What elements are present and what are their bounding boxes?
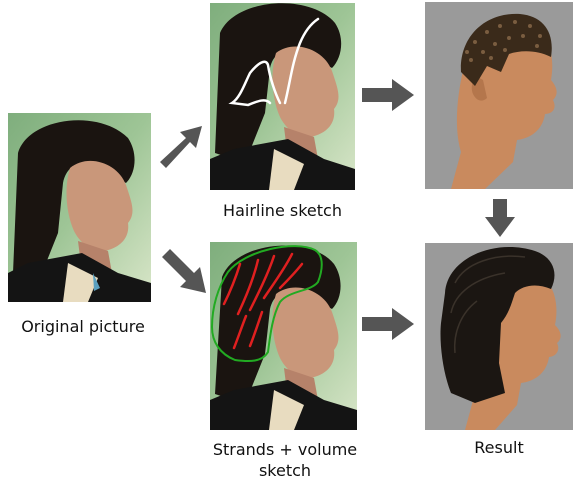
original-photo [8, 113, 151, 302]
arrow-render-to-result [483, 197, 517, 239]
arrow-original-to-strands [158, 247, 208, 297]
render-final-result [425, 243, 573, 430]
hairline-sketch-photo [210, 3, 355, 190]
strands-volume-sketch-photo [210, 242, 357, 430]
label-original-picture: Original picture [0, 316, 166, 337]
render-hairline-result [425, 2, 573, 189]
label-strands-volume-line1: Strands + volume [190, 439, 380, 460]
label-hairline-sketch: Hairline sketch [195, 200, 370, 221]
arrow-hairline-to-render [360, 77, 416, 113]
label-result: Result [425, 437, 573, 458]
label-strands-volume-line2: sketch [190, 460, 380, 481]
arrow-original-to-hairline [156, 124, 206, 170]
arrow-strands-to-result [360, 306, 416, 342]
